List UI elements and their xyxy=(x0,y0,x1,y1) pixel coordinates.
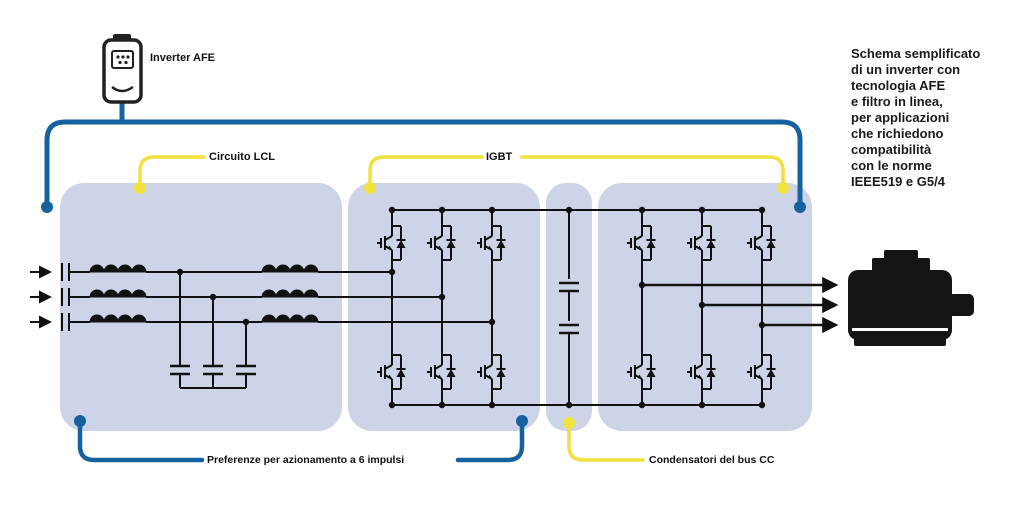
callout-six-pulse xyxy=(77,418,525,463)
igbt-callout-label: IGBT xyxy=(486,151,513,163)
motor-output-arrows xyxy=(642,276,839,334)
junction-dots xyxy=(176,206,766,409)
lcl-filter-circuit xyxy=(30,263,492,389)
six-pulse-callout-label: Preferenze per azionamento a 6 impulsi xyxy=(207,454,405,466)
lcl-callout-label: Circuito LCL xyxy=(209,151,275,163)
blue-node-right xyxy=(794,201,806,213)
callout-six-pulse-node-left xyxy=(74,415,86,427)
dc-bus-callout-label: Condensatori del bus CC xyxy=(649,454,775,466)
callout-six-pulse-node-right xyxy=(516,415,528,427)
caption-text: Schema semplificato di un inverter con t… xyxy=(851,46,981,189)
callout-lcl xyxy=(138,155,206,190)
block-lcl-filter xyxy=(60,183,342,431)
callout-dc-bus xyxy=(567,421,645,462)
block-input-igbt-bridge xyxy=(348,183,540,431)
callout-igbt xyxy=(368,155,785,190)
block-output-igbt-bridge xyxy=(598,183,812,431)
callout-igbt-node-left xyxy=(364,182,376,194)
inverter-icon xyxy=(102,34,143,104)
callout-dc-bus-node xyxy=(563,417,575,429)
callout-lcl-node xyxy=(134,182,146,194)
blue-connection-wire xyxy=(44,98,803,210)
dc-bus-capacitors-symbol xyxy=(557,210,581,405)
callout-igbt-node-right xyxy=(777,182,789,194)
inverter-afe-label: Inverter AFE xyxy=(150,52,216,64)
blue-node-left xyxy=(41,201,53,213)
diagram-blocks xyxy=(60,183,812,431)
motor-icon xyxy=(848,250,974,346)
